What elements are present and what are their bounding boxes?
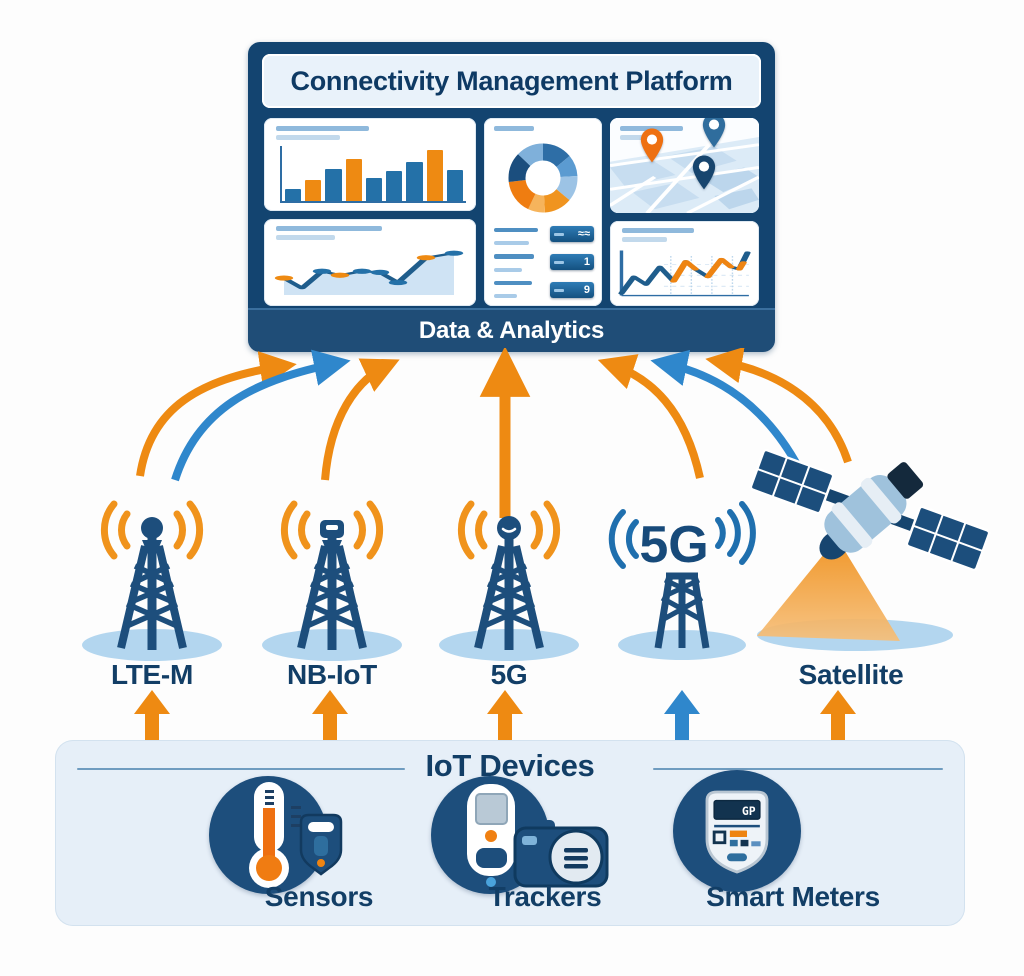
uplink-arrow <box>487 690 523 744</box>
platform-title: Connectivity Management Platform <box>290 65 733 96</box>
arrow-ltem-orange <box>136 351 297 477</box>
trend-chart-svg <box>618 250 751 297</box>
map-pins <box>610 118 759 213</box>
platform-footer: Data & Analytics <box>248 308 775 352</box>
arrow-satellite-blue <box>650 349 804 472</box>
platform-header: Connectivity Management Platform <box>262 54 761 108</box>
label-satellite: Satellite <box>798 659 904 690</box>
label-nb-iot: NB-IoT <box>287 659 377 690</box>
network-to-platform-arrows <box>136 348 852 518</box>
uplink-arrow <box>312 690 348 744</box>
label-sensors: Sensors <box>264 881 374 912</box>
gps-tracker-icon <box>467 784 515 887</box>
iot-devices-panel: IoT Devices Sensors <box>55 740 965 926</box>
stats-rows <box>494 224 544 299</box>
title-rule-left <box>77 768 405 770</box>
map-background <box>610 118 759 214</box>
smart-meter-icon: GP <box>705 790 769 874</box>
sensor-device-icon <box>299 813 343 876</box>
uplink-arrow <box>134 690 170 744</box>
meter-display-text: GP <box>742 804 756 818</box>
lte-m-tower-icon <box>82 500 222 661</box>
uplink-arrow <box>664 690 700 744</box>
satellite-beam <box>757 538 900 641</box>
donut-chart <box>508 143 578 213</box>
uplink-arrow <box>820 690 856 744</box>
thermometer-icon <box>249 782 301 888</box>
tracker-camera-icon <box>513 820 609 888</box>
5g-mast-icon: 5G <box>608 501 756 660</box>
arrow-nbiot-orange <box>321 358 400 481</box>
nb-iot-tower-icon <box>262 500 402 661</box>
label-5g: 5G <box>490 659 528 690</box>
5g-tower-icon <box>439 500 579 661</box>
label-trackers: Trackers <box>488 881 602 912</box>
arrow-satellite-orange <box>705 348 852 464</box>
bar-chart-bars <box>280 146 466 204</box>
satellite-icon <box>749 448 991 651</box>
label-lte-m: LTE-M <box>111 659 193 690</box>
platform-footer-label: Data & Analytics <box>418 317 605 344</box>
title-rule-right <box>653 768 943 770</box>
iot-devices-title: IoT Devices <box>425 748 595 783</box>
arrow-5gmast-orange <box>597 354 704 479</box>
label-smart-meters: Smart Meters <box>706 881 880 912</box>
arrow-ltem-blue <box>171 349 351 482</box>
mini-trend-chart <box>610 221 759 306</box>
mini-bar-chart <box>264 118 476 212</box>
line-chart-svg <box>274 251 464 296</box>
mini-line-chart <box>264 219 476 306</box>
platform-panel: Connectivity Management Platform <box>248 42 775 352</box>
5g-mast-text: 5G <box>639 516 708 574</box>
map-panel <box>610 118 759 214</box>
